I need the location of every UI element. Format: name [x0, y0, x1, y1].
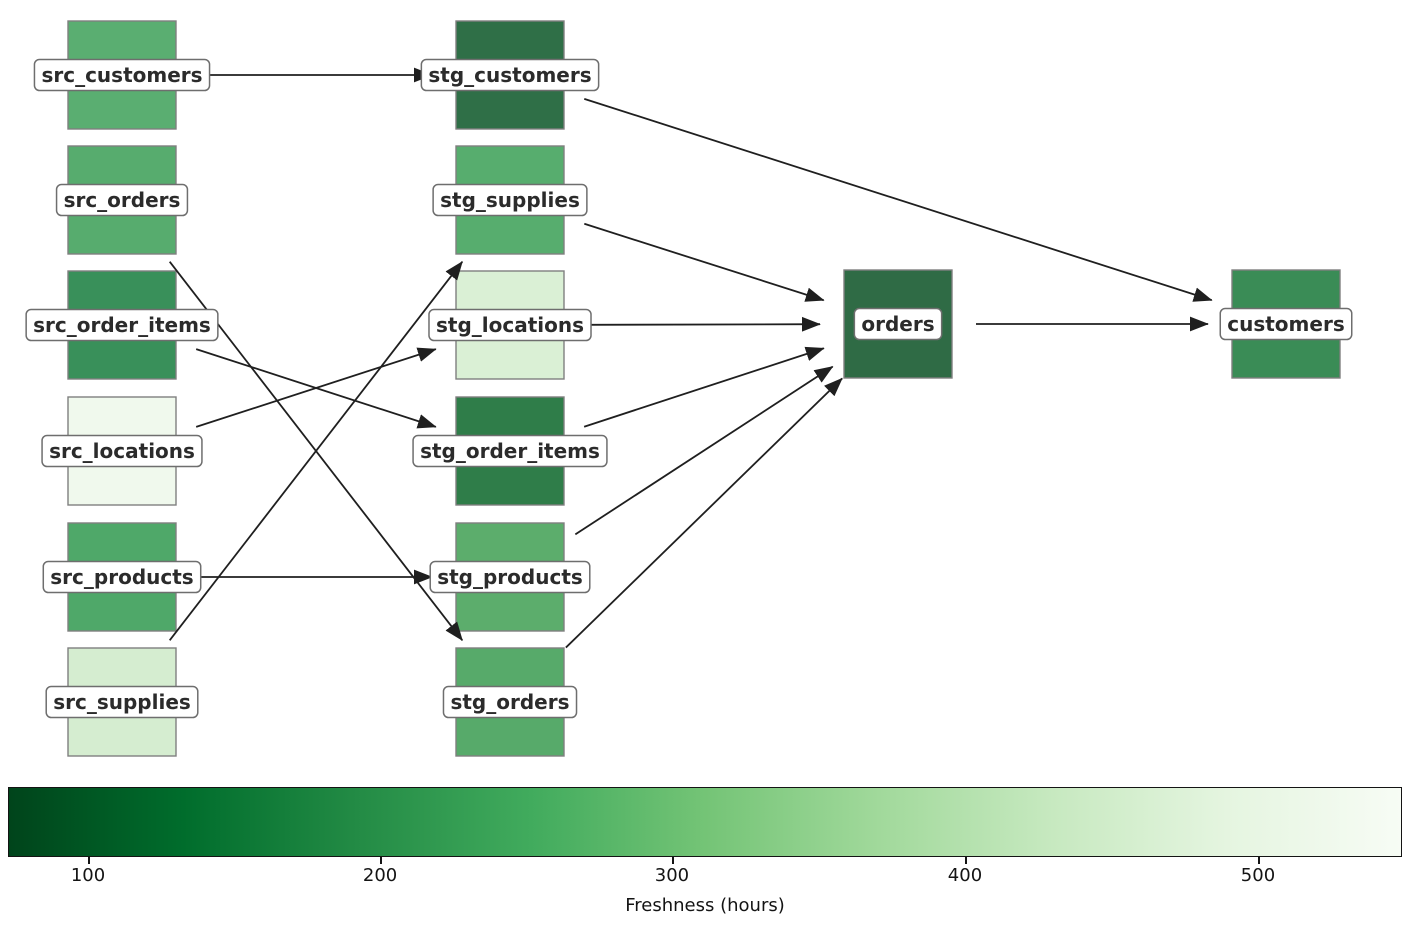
node-label-text-stg_customers: stg_customers [428, 63, 591, 87]
node-label-text-stg_products: stg_products [437, 565, 583, 589]
node-label-src_products[interactable]: src_products [42, 560, 202, 594]
node-label-src_locations[interactable]: src_locations [41, 434, 203, 468]
node-label-stg_customers[interactable]: stg_customers [420, 58, 600, 92]
node-label-text-src_order_items: src_order_items [33, 313, 211, 337]
node-label-src_order_items[interactable]: src_order_items [25, 308, 219, 342]
node-label-stg_order_items[interactable]: stg_order_items [412, 434, 608, 468]
edge-src_locations-to-stg_locations [195, 347, 437, 428]
edge-stg_orders-to-orders [565, 377, 843, 649]
node-label-text-src_orders: src_orders [64, 188, 181, 212]
node-label-text-customers: customers [1227, 312, 1344, 336]
colorbar-tick-label: 100 [70, 865, 106, 886]
colorbar-tick [88, 857, 90, 864]
node-label-text-src_supplies: src_supplies [53, 690, 191, 714]
node-label-stg_locations[interactable]: stg_locations [428, 308, 592, 342]
node-label-box [429, 560, 591, 594]
colorbar-gradient [8, 787, 1402, 857]
node-label-box [41, 434, 203, 468]
node-label-orders[interactable]: orders [853, 307, 943, 341]
node-label-src_supplies[interactable]: src_supplies [45, 685, 199, 719]
node-label-src_orders[interactable]: src_orders [55, 183, 189, 217]
edge-stg_order_items-to-orders [583, 346, 825, 428]
node-label-text-stg_orders: stg_orders [450, 690, 569, 714]
colorbar-tick [380, 857, 382, 864]
node-label-src_customers[interactable]: src_customers [33, 58, 211, 92]
colorbar-tick [1257, 857, 1260, 864]
node-label-box [1219, 307, 1353, 341]
graph-canvas: src_customers src_orders src_order_itemssr… [25, 20, 1353, 757]
node-label-stg_orders[interactable]: stg_orders [442, 685, 578, 719]
node-label-box [432, 183, 588, 217]
node-label-box [42, 560, 202, 594]
node-label-text-src_customers: src_customers [41, 63, 202, 87]
node-label-box [33, 58, 211, 92]
node-label-stg_products[interactable]: stg_products [429, 560, 591, 594]
node-label-box [428, 308, 592, 342]
node-label-box [420, 58, 600, 92]
node-label-text-stg_order_items: stg_order_items [420, 439, 600, 463]
colorbar-tick-label: 500 [1240, 865, 1276, 886]
node-label-box [45, 685, 199, 719]
colorbar: 100 200 300 400 500 Freshness (hours) [8, 787, 1402, 917]
node-label-text-src_products: src_products [50, 565, 193, 589]
node-label-box [412, 434, 608, 468]
edge-stg_products-to-orders [574, 365, 834, 536]
colorbar-tick-label: 300 [654, 865, 690, 886]
node-label-box [55, 183, 189, 217]
colorbar-tick [671, 857, 674, 864]
node-label-text-src_locations: src_locations [49, 439, 195, 463]
colorbar-tick-label: 400 [947, 865, 983, 886]
colorbar-axis-label: Freshness (hours) [625, 895, 785, 916]
node-label-box [25, 308, 219, 342]
node-label-customers[interactable]: customers [1219, 307, 1353, 341]
node-label-text-stg_supplies: stg_supplies [440, 188, 580, 212]
node-label-text-orders: orders [861, 312, 934, 336]
colorbar-tick [964, 857, 967, 864]
edge-stg_locations-to-orders [587, 316, 821, 332]
edge-stg_supplies-to-orders [584, 222, 825, 302]
node-label-stg_supplies[interactable]: stg_supplies [432, 183, 588, 217]
node-label-box [853, 307, 943, 341]
colorbar-tick-label: 200 [362, 865, 398, 886]
node-label-box [442, 685, 578, 719]
edge-src_supplies-to-stg_supplies [168, 261, 464, 641]
node-label-text-stg_locations: stg_locations [436, 313, 584, 337]
edge-stg_customers-to-customers [583, 97, 1213, 302]
